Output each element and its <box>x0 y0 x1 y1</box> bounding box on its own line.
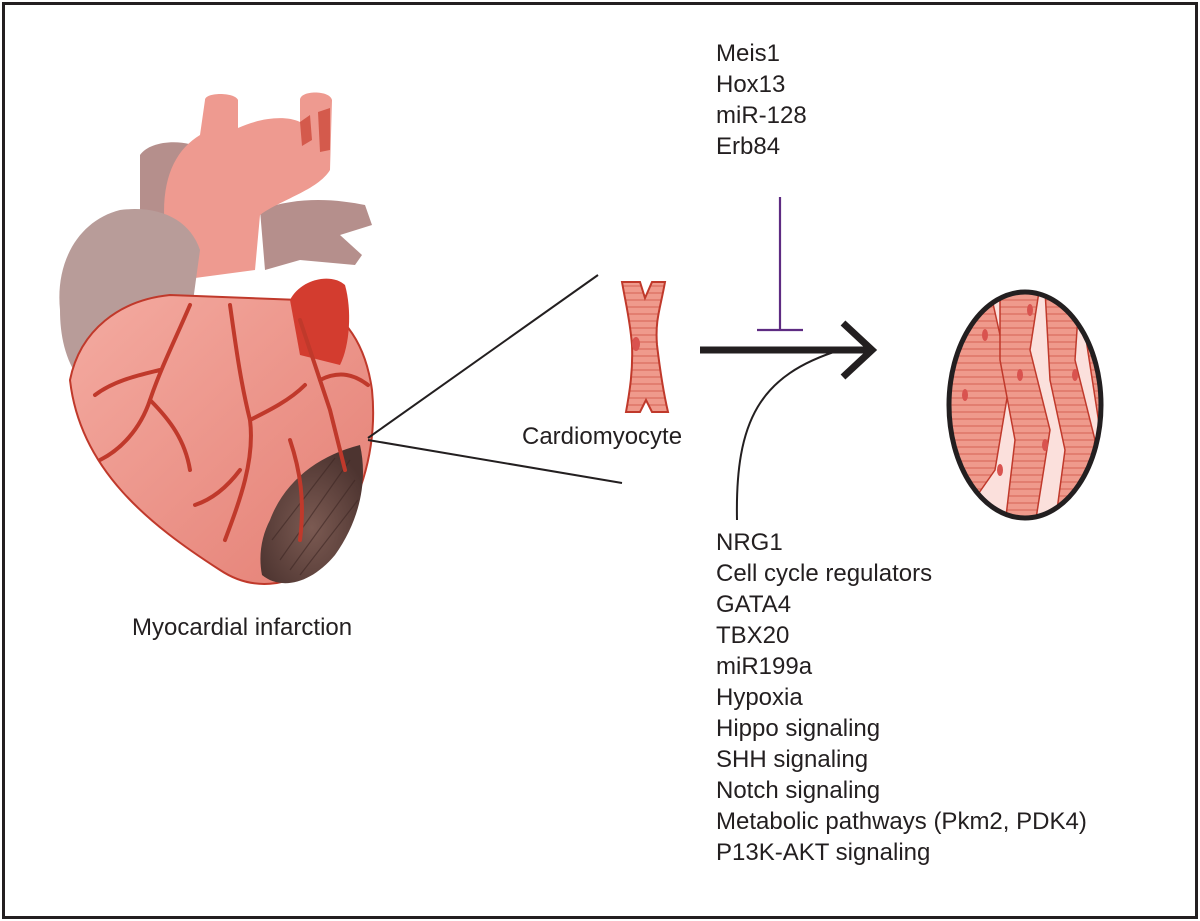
promoter-item: Cell cycle regulators <box>716 560 933 587</box>
promoter-item: Hippo signaling <box>716 715 881 742</box>
promoter-item: SHH signaling <box>716 746 869 773</box>
cardiomyocyte-cell <box>620 281 670 413</box>
aorta <box>164 92 332 280</box>
proliferation-arrow <box>700 320 878 380</box>
cell-nucleus <box>632 337 640 351</box>
aorta-branch <box>318 108 330 152</box>
promoter-item: Hypoxia <box>716 684 803 711</box>
inhibitor-item: miR-128 <box>716 102 807 129</box>
promoter-item: miR199a <box>716 653 813 680</box>
promoter-item: NRG1 <box>716 529 783 556</box>
promoter-item: P13K-AKT signaling <box>716 839 931 866</box>
myocardial-infarction-label: Myocardial infarction <box>132 614 353 641</box>
aorta-branch <box>300 115 312 146</box>
inhibitor-item: Erb84 <box>716 133 781 160</box>
pulmonary-veins <box>260 200 372 270</box>
promoter-item: TBX20 <box>716 622 790 649</box>
promoter-item: Notch signaling <box>716 777 881 804</box>
cardiomyocyte-label: Cardiomyocyte <box>522 423 683 450</box>
zoom-line-lower <box>367 439 623 484</box>
inhibitor-item: Meis1 <box>716 40 781 67</box>
left-atrial-appendage <box>290 278 350 365</box>
promoter-list: NRG1 Cell cycle regulators GATA4 TBX20 m… <box>716 527 1087 868</box>
inhibition-bar <box>757 197 803 332</box>
inhibitor-list: Meis1 Hox13 miR-128 Erb84 <box>716 38 807 162</box>
promoter-item: Metabolic pathways (Pkm2, PDK4) <box>716 808 1087 835</box>
coronary-arteries <box>93 303 370 542</box>
promotion-curve <box>735 349 841 521</box>
zoom-line-upper <box>367 274 599 439</box>
proliferated-tissue <box>946 289 1104 521</box>
inhibitor-item: Hox13 <box>716 71 786 98</box>
promoter-item: GATA4 <box>716 591 792 618</box>
heart-illustration <box>59 92 375 585</box>
